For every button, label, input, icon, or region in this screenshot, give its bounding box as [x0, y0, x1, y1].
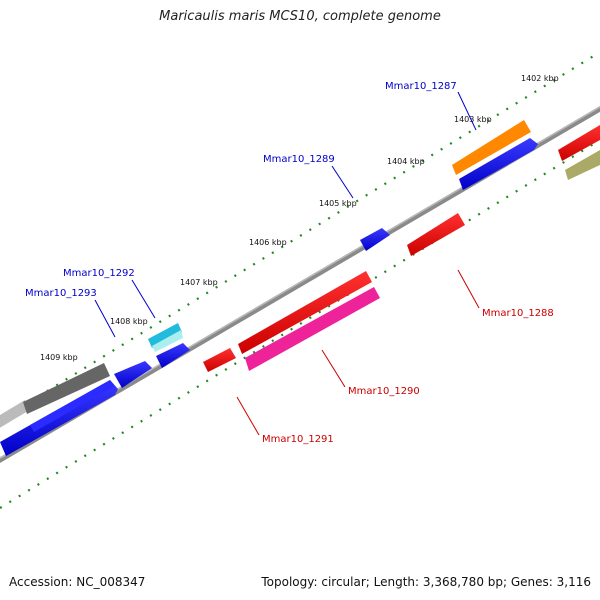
topology-text: Topology: circular; Length: 3,368,780 bp…: [261, 575, 591, 589]
gene-label: Mmar10_1288: [482, 308, 554, 319]
gene-shape: [114, 361, 152, 388]
tick-track-reverse: [0, 139, 600, 509]
tick-track-forward: [0, 51, 600, 421]
gene-shape: [407, 213, 465, 256]
accession-text: Accession: NC_008347: [9, 575, 146, 589]
kbp-label: 1406 kbp: [249, 238, 287, 247]
gene-label: Mmar10_1291: [262, 434, 334, 445]
gene-shape: [30, 380, 115, 432]
gene-shape: [565, 150, 600, 180]
gene-shape: [148, 323, 182, 348]
gene-shape: [245, 287, 380, 371]
gene-shape: [203, 348, 236, 372]
gene-shape: [0, 400, 28, 428]
kbp-label: 1404 kbp: [387, 157, 425, 166]
kbp-label: 1405 kbp: [319, 199, 357, 208]
forward-gene-labels: Mmar10_1287 Mmar10_1289 Mmar10_1292 Mmar…: [25, 81, 477, 338]
gene-shape: [459, 138, 538, 190]
gene-label: Mmar10_1292: [63, 268, 135, 279]
gene-shape: [152, 330, 183, 352]
kbp-labels: 1402 kbp 1403 kbp 1404 kbp 1405 kbp 1406…: [40, 74, 559, 362]
gene-shape: [156, 343, 190, 368]
gene-label: Mmar10_1293: [25, 288, 97, 299]
map-title: Maricaulis maris MCS10, complete genome: [159, 9, 441, 24]
gene-label: Mmar10_1290: [348, 386, 420, 397]
gene-shape: [23, 363, 110, 414]
forward-genes: [0, 120, 600, 456]
kbp-label: 1409 kbp: [40, 353, 78, 362]
gene-shape: [452, 120, 531, 175]
gene-label: Mmar10_1289: [263, 154, 335, 165]
gene-shape: [558, 125, 600, 161]
reverse-genes: [203, 213, 465, 372]
reverse-gene-labels: Mmar10_1288 Mmar10_1290 Mmar10_1291: [236, 269, 554, 445]
gene-label: Mmar10_1287: [385, 81, 457, 92]
kbp-label: 1403 kbp: [454, 115, 492, 124]
kbp-label: 1408 kbp: [110, 317, 148, 326]
kbp-label: 1402 kbp: [521, 74, 559, 83]
gene-shape: [360, 228, 390, 251]
gene-shape: [238, 271, 372, 354]
kbp-label: 1407 kbp: [180, 278, 218, 287]
